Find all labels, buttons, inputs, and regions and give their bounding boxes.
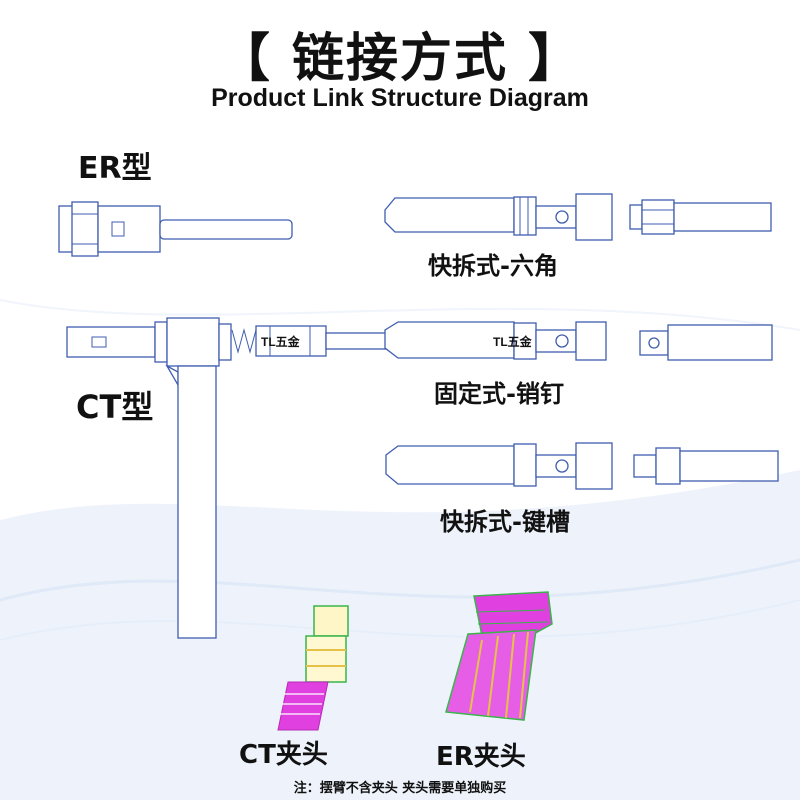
quick-release-keyway-label: 快拆式-键槽 <box>440 508 570 536</box>
er-chuck-label: ER夹头 <box>436 742 526 772</box>
ct-collet <box>277 605 349 731</box>
er-collet <box>445 591 553 721</box>
er-type-holder <box>58 201 293 257</box>
fixed-pin-label: 固定式-销钉 <box>434 380 564 408</box>
footnote: 注：摆臂不含夹头 夹头需要单独购买 <box>293 781 507 796</box>
watermark: TL五金 <box>261 335 300 349</box>
quick-release-hex-label: 快拆式-六角 <box>428 252 558 280</box>
quick-release-hex-assembly <box>384 193 772 241</box>
page-subtitle: Product Link Structure Diagram <box>211 84 589 112</box>
page-title: 【 链接方式 】 <box>217 29 583 89</box>
er-type-label: ER型 <box>78 151 152 186</box>
watermark: TL五金 <box>493 335 532 349</box>
ct-type-label: CT型 <box>76 388 154 426</box>
ct-type-holder <box>66 317 773 639</box>
quick-release-keyway-assembly <box>385 442 779 490</box>
ct-chuck-label: CT夹头 <box>239 740 328 770</box>
